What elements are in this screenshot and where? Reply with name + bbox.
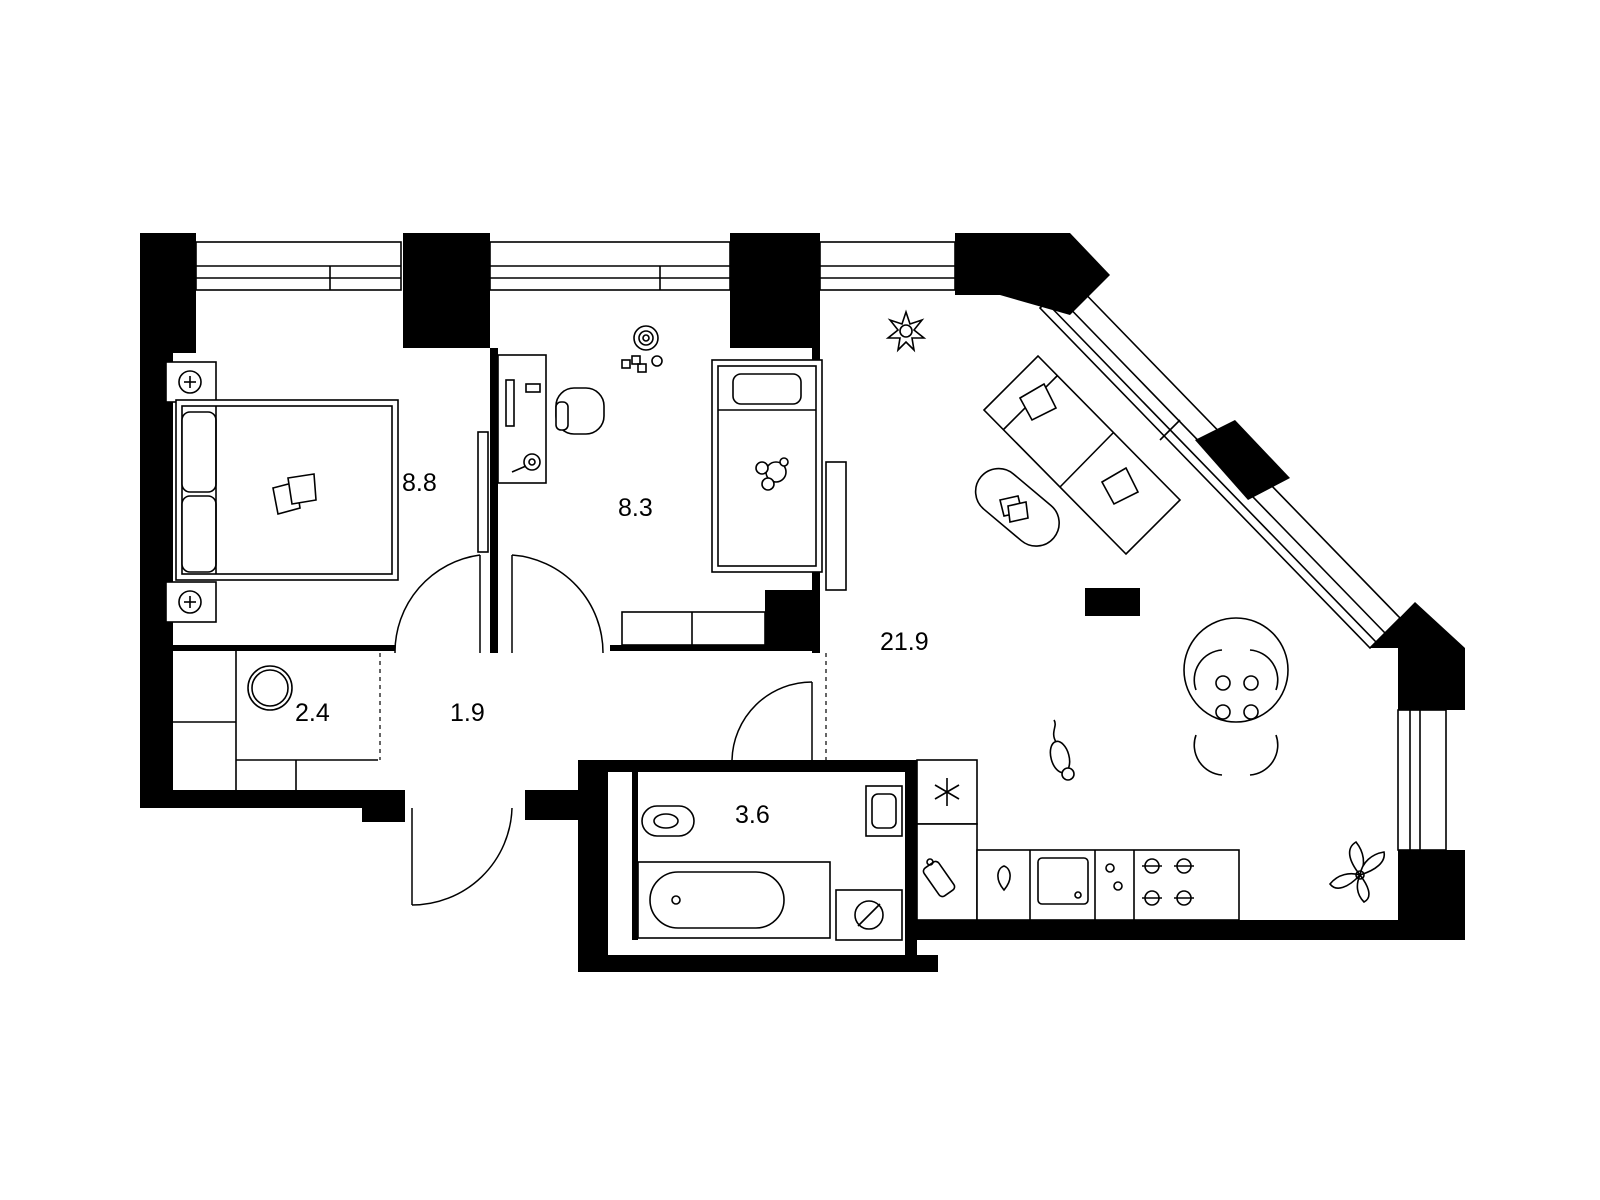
window-icon xyxy=(1397,709,1447,851)
plate-icon xyxy=(1215,675,1259,720)
window-icon xyxy=(195,241,402,291)
wardrobe-icon xyxy=(173,651,378,790)
window-icon xyxy=(819,241,956,291)
area-label-bathroom: 3.6 xyxy=(735,801,770,829)
desk-icon xyxy=(497,354,547,484)
pillow-icon xyxy=(1018,382,1140,506)
nightstand-lamp-icon xyxy=(165,581,217,623)
door-swing-icon xyxy=(394,554,481,654)
door-swing-icon xyxy=(731,681,813,761)
area-label-kids-room: 8.3 xyxy=(618,494,653,522)
cutting-board-icon xyxy=(922,858,956,898)
area-label-bedroom: 8.8 xyxy=(402,469,437,497)
snowflake-icon xyxy=(934,778,960,806)
toys-icon xyxy=(621,325,663,373)
wardrobe-icon xyxy=(825,461,847,591)
desk-lamp-icon xyxy=(511,453,541,473)
office-chair-icon xyxy=(555,387,605,435)
door-swing-icon xyxy=(411,807,513,906)
teddy-bear-icon xyxy=(755,457,789,491)
bathtub-icon xyxy=(637,861,831,939)
cat-icon xyxy=(1049,719,1075,781)
pillow-icon xyxy=(272,473,317,515)
dining-table-icon xyxy=(1183,617,1289,723)
washing-machine-icon xyxy=(835,889,903,941)
toilet-icon xyxy=(641,805,695,837)
sink-icon xyxy=(1037,857,1089,905)
wardrobe-icon xyxy=(621,611,766,646)
dining-chair-icon xyxy=(1193,649,1279,776)
kitchen-counter-icon xyxy=(916,823,1240,921)
washbasin-icon xyxy=(865,785,903,837)
nightstand-lamp-icon xyxy=(165,361,217,403)
door-swing-icon xyxy=(511,554,604,654)
toys-icon xyxy=(997,865,1011,892)
stove-icon xyxy=(1105,858,1194,906)
area-label-hallway: 1.9 xyxy=(450,699,485,727)
wardrobe-icon xyxy=(477,431,489,553)
double-bed-icon xyxy=(175,399,399,581)
area-label-living-kitchen: 21.9 xyxy=(880,628,929,656)
area-label-wardrobe: 2.4 xyxy=(295,699,330,727)
exterior-walls xyxy=(140,233,1465,972)
round-rug-icon xyxy=(247,665,293,711)
star-rug-icon xyxy=(885,309,927,353)
window-icon xyxy=(489,241,731,291)
book-icon xyxy=(999,495,1029,523)
houseplant-icon xyxy=(1328,840,1385,903)
